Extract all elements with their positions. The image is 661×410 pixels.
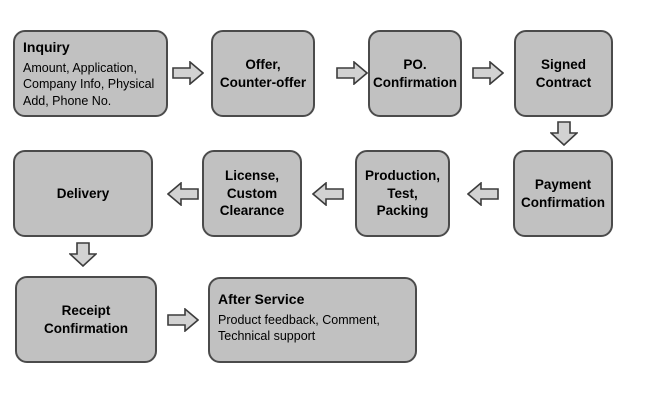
node-receipt-confirmation-label: Receipt Confirmation [44,302,128,336]
node-delivery-label: Delivery [56,185,110,201]
block-arrow-left-icon [167,182,199,206]
block-arrow-right-icon [172,61,204,85]
block-arrow-down-icon [69,242,97,267]
node-signed-contract: Signed Contract [514,30,613,117]
node-after-service-body: Product feedback, Comment, Technical sup… [218,313,380,344]
node-offer-label: Offer, Counter-offer [219,56,307,90]
block-arrow-left-icon [312,182,344,206]
block-arrow-right-icon [167,308,199,332]
node-payment-confirmation: Payment Confirmation [513,150,613,237]
node-production-test-packing-label: Production, Test, Packing [365,168,440,219]
node-inquiry: Inquiry Amount, Application, Company Inf… [13,30,168,117]
node-inquiry-body: Amount, Application, Company Info, Physi… [23,61,155,108]
node-production-test-packing: Production, Test, Packing [355,150,450,237]
block-arrow-right-icon [472,61,504,85]
block-arrow-left-icon [467,182,499,206]
node-po-confirmation-label: PO. Confirmation [373,56,457,90]
block-arrow-right-icon [336,61,368,85]
node-inquiry-title: Inquiry [23,39,70,55]
node-delivery: Delivery [13,150,153,237]
node-offer: Offer, Counter-offer [211,30,315,117]
node-payment-confirmation-label: Payment Confirmation [521,176,605,210]
node-license-custom-clearance-label: License, Custom Clearance [219,168,285,219]
node-receipt-confirmation: Receipt Confirmation [15,276,157,363]
node-after-service-title: After Service [218,291,305,307]
node-po-confirmation: PO. Confirmation [368,30,462,117]
block-arrow-down-icon [550,121,578,146]
node-license-custom-clearance: License, Custom Clearance [202,150,302,237]
node-after-service: After Service Product feedback, Comment,… [208,277,417,363]
node-signed-contract-label: Signed Contract [535,56,592,90]
